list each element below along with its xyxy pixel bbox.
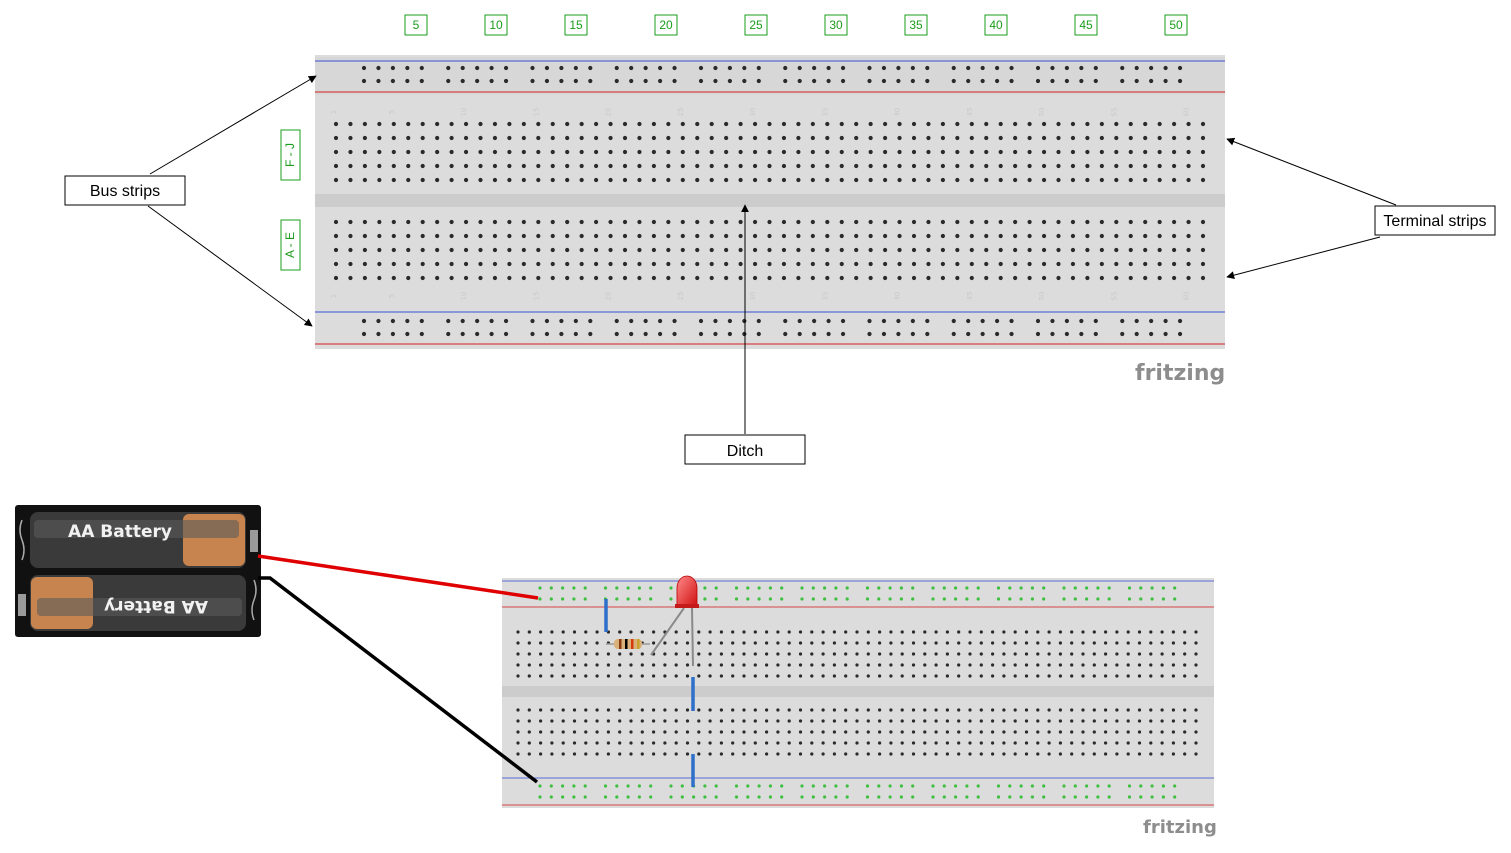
column-marker-label: 15: [569, 18, 583, 32]
column-marker: 15: [564, 14, 588, 36]
red-wire: [257, 554, 539, 600]
breadboard-column-number: 15: [532, 108, 540, 117]
bus-strips-callout: Bus strips: [64, 175, 186, 206]
battery-label-bottom: AA Battery: [104, 596, 208, 616]
column-marker: 35: [904, 14, 928, 36]
battery-label-top: AA Battery: [68, 522, 172, 542]
breadboard-column-number: 10: [460, 292, 468, 301]
svg-text:Bus strips: Bus strips: [90, 183, 160, 200]
row-label-a-e: A - E: [280, 219, 301, 271]
column-marker: 45: [1074, 14, 1098, 36]
terminal-strips-arrow-bottom: [1226, 236, 1381, 280]
breadboard-column-number: 45: [966, 108, 974, 117]
hole-grid-top: [333, 65, 1206, 337]
breadboard-column-number: 45: [966, 292, 974, 301]
column-marker-label: 25: [749, 18, 763, 32]
ditch-channel: [315, 194, 1225, 207]
breadboard-column-number: 5: [388, 110, 396, 114]
column-marker: 20: [654, 14, 678, 36]
column-markers: 5 10 15 20 25 30 35 40 45 50: [404, 14, 1188, 36]
breadboard-column-number: 20: [605, 108, 613, 117]
breadboard-column-number: 60: [1183, 292, 1191, 301]
column-marker-label: 40: [989, 18, 1003, 32]
breadboard-column-number: 35: [821, 108, 829, 117]
svg-text:Terminal strips: Terminal strips: [1383, 213, 1486, 230]
breadboard-column-number: 55: [1110, 292, 1118, 301]
column-marker: 40: [984, 14, 1008, 36]
svg-text:A - E: A - E: [283, 232, 297, 258]
svg-text:F - J: F - J: [283, 143, 297, 167]
column-marker: 50: [1164, 14, 1188, 36]
breadboard-column-number: 15: [532, 292, 540, 301]
row-label-f-j: F - J: [280, 129, 301, 181]
column-marker: 5: [404, 14, 428, 36]
terminal-strips-callout: Terminal strips: [1374, 205, 1496, 236]
svg-text:Ditch: Ditch: [727, 443, 763, 460]
breadboard-column-number: 25: [677, 108, 685, 117]
breadboard-column-number: 25: [677, 292, 685, 301]
battery-pack: AA Battery AA Battery: [15, 505, 261, 637]
breadboard-column-number: 40: [894, 292, 902, 301]
breadboard-bottom: [502, 578, 1214, 808]
column-marker: 25: [744, 14, 768, 36]
breadboard-column-number: 5: [388, 294, 396, 298]
breadboard-column-number: 55: [1110, 108, 1118, 117]
bus-strips-arrow-bottom: [147, 205, 313, 327]
ditch-callout: Ditch: [684, 434, 806, 465]
breadboard-column-number: 40: [894, 108, 902, 117]
breadboard-column-number: 50: [1038, 292, 1046, 301]
column-marker: 30: [824, 14, 848, 36]
breadboard-column-number: 35: [821, 292, 829, 301]
terminal-strips-arrow-top: [1226, 137, 1397, 206]
column-marker-label: 20: [659, 18, 673, 32]
column-numbers-top: 1155101015152020252530303535404045455050…: [330, 108, 1191, 301]
hole-grid-bottom: [516, 586, 1198, 799]
breadboard-column-number: 10: [460, 108, 468, 117]
column-marker-label: 5: [413, 18, 420, 32]
breadboard-column-number: 30: [749, 108, 757, 117]
red-led: [650, 575, 699, 667]
breadboard-column-number: 60: [1183, 108, 1191, 117]
bus-strips-arrow-top: [149, 75, 317, 175]
column-marker-label: 50: [1169, 18, 1183, 32]
breadboard-top: 1155101015152020252530303535404045455050…: [315, 55, 1225, 349]
breadboard-column-number: 1: [330, 110, 338, 114]
column-marker-label: 30: [829, 18, 843, 32]
breadboard-column-number: 1: [330, 294, 338, 298]
resistor: [606, 639, 650, 649]
breadboard-column-number: 20: [605, 292, 613, 301]
fritzing-logo-top: fritzing: [1135, 361, 1225, 386]
fritzing-logo-bottom: fritzing: [1143, 817, 1217, 838]
breadboard-column-number: 50: [1038, 108, 1046, 117]
bus-strip-top: [315, 57, 1225, 95]
column-marker-label: 35: [909, 18, 923, 32]
column-marker-label: 10: [489, 18, 503, 32]
breadboard-column-number: 30: [749, 292, 757, 301]
black-wire: [258, 576, 539, 784]
column-marker: 10: [484, 14, 508, 36]
column-marker-label: 45: [1079, 18, 1093, 32]
